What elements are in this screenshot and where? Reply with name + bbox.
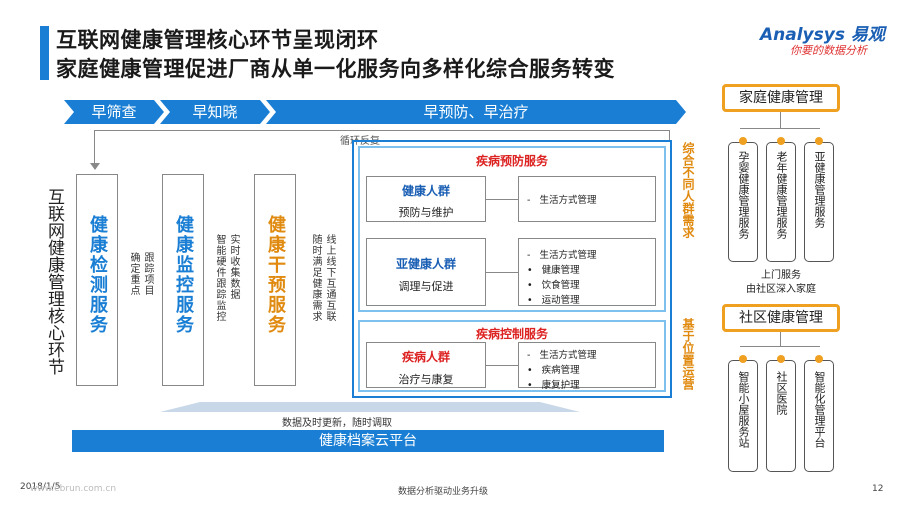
community-dot-3 xyxy=(815,355,823,363)
disease-group-box: 疾病人群 治疗与康复 xyxy=(366,342,486,388)
subhealthy-group-name: 亚健康人群 xyxy=(395,257,456,271)
subhealthy-items-box: - 生活方式管理 • 健康管理 • 饮食管理 • 运动管理 xyxy=(518,238,656,306)
detect-service-box: 健康检测服务 xyxy=(76,174,118,386)
community-dot-2 xyxy=(777,355,785,363)
healthy-item-1: 生活方式管理 xyxy=(539,195,597,206)
disease-item-3: 康复护理 xyxy=(541,380,580,391)
services-outer-box xyxy=(352,140,672,398)
monitor-note-2: 实时收集数据 xyxy=(228,234,239,300)
link-note-1: 上门服务 xyxy=(761,270,801,281)
page-title-line1: 互联网健康管理核心环节呈现闭环 xyxy=(56,28,379,52)
community-card-1: 智能小屋服务站 xyxy=(728,360,758,472)
monitor-service-label: 健康监控服务 xyxy=(173,215,194,335)
intervene-service-box: 健康干预服务 xyxy=(254,174,296,386)
family-card-1-label: 孕婴健康管理服务 xyxy=(737,151,750,239)
prevention-title: 疾病预防服务 xyxy=(475,154,548,168)
stage-early-screening: 早筛查 xyxy=(64,100,164,124)
community-dot-1 xyxy=(739,355,747,363)
brand-logo: Analysys 易观 xyxy=(760,25,885,45)
side-label-top: 综合不同人群需求 xyxy=(681,142,695,238)
cycle-line-right xyxy=(669,130,670,140)
subhealthy-item-4: 运动管理 xyxy=(541,295,580,306)
health-record-cloud-platform: 健康档案云平台 xyxy=(72,430,664,452)
cycle-line-top xyxy=(94,130,670,131)
page-number: 12 xyxy=(872,484,884,494)
community-tree-branch xyxy=(740,346,820,347)
community-card-2: 社区医院 xyxy=(766,360,796,472)
stage-early-prevention-treatment: 早预防、早治疗 xyxy=(266,100,686,124)
community-tree-trunk xyxy=(780,332,781,346)
healthy-group-box: 健康人群 预防与维护 xyxy=(366,176,486,222)
community-card-3-label: 智能化管理平台 xyxy=(813,371,826,448)
disease-item-1: 生活方式管理 xyxy=(539,350,597,361)
page-title-line2: 家庭健康管理促进厂商从单一化服务向多样化综合服务转变 xyxy=(56,57,615,81)
disease-group-name: 疾病人群 xyxy=(401,350,450,364)
detect-service-label: 健康检测服务 xyxy=(87,215,108,335)
monitor-note-1: 智能硬件跟踪监控 xyxy=(214,234,225,322)
monitor-service-box: 健康监控服务 xyxy=(162,174,204,386)
family-dot-2 xyxy=(777,137,785,145)
flow-arrow-1 xyxy=(128,292,154,298)
connector-disease xyxy=(486,365,518,366)
family-card-1: 孕婴健康管理服务 xyxy=(728,142,758,262)
link-note-2: 由社区深入家庭 xyxy=(746,284,816,295)
family-dot-3 xyxy=(815,137,823,145)
intervene-service-label: 健康干预服务 xyxy=(265,215,286,335)
subhealthy-item-3: 饮食管理 xyxy=(541,280,580,291)
footer-date: 2018/1/5 xyxy=(20,482,61,492)
connector-healthy xyxy=(486,199,518,200)
control-title: 疾病控制服务 xyxy=(475,327,548,341)
community-card-2-label: 社区医院 xyxy=(775,371,788,415)
family-card-3: 亚健康管理服务 xyxy=(804,142,834,262)
community-card-1-label: 智能小屋服务站 xyxy=(737,371,750,448)
side-label-bottom: 基于位置运营 xyxy=(681,318,695,390)
disease-items-box: - 生活方式管理 • 疾病管理 • 康复护理 xyxy=(518,342,656,391)
intervene-note-2: 线上线下互通互联 xyxy=(324,234,335,322)
family-tree-trunk xyxy=(780,112,781,128)
detect-note-2: 跟踪项目 xyxy=(142,252,153,296)
family-tree-branch xyxy=(740,128,820,129)
subhealthy-group-box: 亚健康人群 调理与促进 xyxy=(366,238,486,306)
disease-item-2: 疾病管理 xyxy=(541,365,580,376)
detect-note-1: 确定重点 xyxy=(128,252,139,296)
healthy-group-desc: 预防与维护 xyxy=(398,206,454,219)
footer-watermark: www.ebrun.com.cn xyxy=(30,484,117,494)
core-process-label: 互联网健康管理核心环节 xyxy=(44,188,64,375)
connector-subhealthy xyxy=(486,272,518,273)
update-note: 数据及时更新，随时调取 xyxy=(282,418,392,429)
subhealthy-item-1: 生活方式管理 xyxy=(539,250,597,261)
family-card-2-label: 老年健康管理服务 xyxy=(775,151,788,239)
subhealthy-group-desc: 调理与促进 xyxy=(398,280,454,293)
healthy-items-box: - 生活方式管理 xyxy=(518,176,656,222)
healthy-group-name: 健康人群 xyxy=(401,184,450,198)
disease-group-desc: 治疗与康复 xyxy=(398,373,454,386)
subhealthy-item-2: 健康管理 xyxy=(541,265,580,276)
platform-shadow xyxy=(160,402,580,412)
footer-center: 数据分析驱动业务升级 xyxy=(398,487,489,497)
brand-slogan: 你要的数据分析 xyxy=(790,44,867,57)
family-card-3-label: 亚健康管理服务 xyxy=(813,151,826,228)
intervene-note-1: 随时满足健康需求 xyxy=(310,234,321,322)
community-card-3: 智能化管理平台 xyxy=(804,360,834,472)
family-card-2: 老年健康管理服务 xyxy=(766,142,796,262)
stage-early-awareness: 早知晓 xyxy=(160,100,270,124)
family-dot-1 xyxy=(739,137,747,145)
family-health-title: 家庭健康管理 xyxy=(722,84,840,112)
title-accent-bar xyxy=(40,26,49,80)
cycle-line-left xyxy=(94,130,95,168)
community-health-title: 社区健康管理 xyxy=(722,304,840,332)
cycle-arrow-icon xyxy=(90,163,100,170)
